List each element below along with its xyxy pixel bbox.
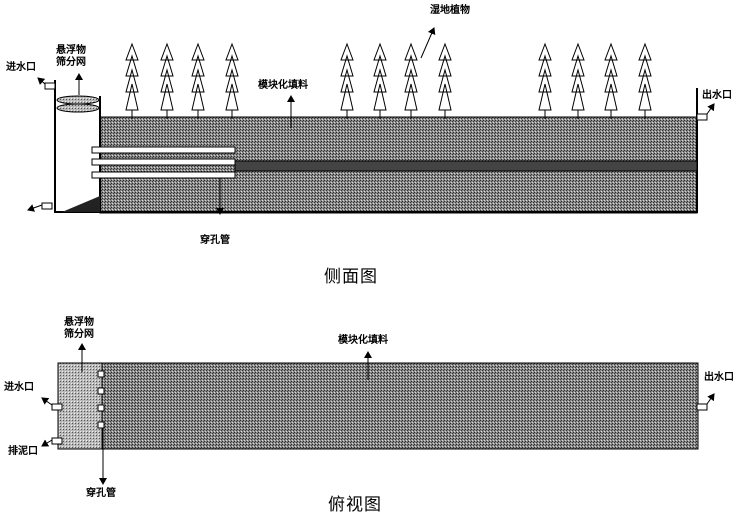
wetland-plant (191, 42, 205, 119)
top-pipe-end-1 (97, 370, 105, 378)
side-label-filler: 模块化填料 (258, 80, 308, 91)
top-label-sludge: 排泥口 (8, 446, 38, 457)
side-plants-arrow (420, 27, 436, 59)
side-label-outlet: 出水口 (702, 90, 732, 101)
wetland-plant (638, 42, 652, 119)
wetland-plant (571, 42, 585, 119)
top-label-screen-1: 悬浮物 (64, 317, 94, 328)
top-label-filler: 模块化填料 (338, 335, 388, 346)
top-label-inlet: 进水口 (4, 382, 34, 393)
wetland-plant (373, 42, 387, 119)
side-label-pipe: 穿孔管 (200, 235, 230, 246)
side-tank-wall (54, 80, 698, 213)
side-pipe-band (234, 160, 698, 172)
top-outlet-nozzle (696, 403, 708, 411)
top-pipe-end-3 (97, 404, 105, 412)
side-wetland-plants (125, 42, 652, 119)
wetland-plant (538, 42, 552, 119)
top-screen-zone (57, 362, 103, 450)
wetland-plant (604, 42, 618, 119)
side-label-plants: 湿地植物 (430, 5, 470, 16)
top-outlet-arrow (706, 393, 715, 405)
top-label-screen-2: 筛分网 (64, 329, 94, 340)
side-outlet-arrow (706, 103, 715, 115)
side-perforated-pipes (91, 146, 698, 179)
top-label-outlet: 出水口 (704, 372, 734, 383)
top-view (41, 343, 715, 485)
side-screen-mesh-2 (56, 103, 100, 113)
side-pipe-3 (91, 171, 236, 179)
top-sludge-nozzle (51, 437, 63, 445)
wetland-plant (438, 42, 452, 119)
wetland-plant (125, 42, 139, 119)
top-inlet-nozzle (51, 403, 63, 411)
side-label-screen-1: 悬浮物 (56, 45, 86, 56)
side-inlet-nozzle (44, 82, 56, 90)
side-screen-mesh-1 (56, 95, 100, 105)
wetland-plant (404, 42, 418, 119)
top-pipe-end-2 (97, 387, 105, 395)
side-sludge-slope (62, 196, 100, 212)
side-inlet-arrow (37, 77, 46, 85)
top-label-pipe: 穿孔管 (86, 488, 116, 499)
wetland-plant (160, 42, 174, 119)
top-filler-bed (57, 362, 699, 450)
top-pipe-end-4 (97, 421, 105, 429)
side-sludge-arrow (27, 204, 43, 212)
wetland-plant (225, 42, 239, 119)
side-view-caption: 侧面图 (324, 267, 378, 287)
top-view-caption: 俯视图 (328, 495, 382, 515)
side-label-inlet: 进水口 (6, 62, 36, 73)
side-sludge-nozzle (41, 202, 53, 210)
side-pipe-1 (91, 146, 236, 154)
side-view (27, 27, 715, 215)
wetland-plant (340, 42, 354, 119)
top-sludge-arrow (41, 439, 53, 447)
top-inlet-arrow (41, 397, 53, 406)
side-outlet-nozzle (696, 113, 708, 121)
side-label-screen-2: 筛分网 (56, 57, 86, 68)
side-pipe-2 (91, 158, 236, 166)
